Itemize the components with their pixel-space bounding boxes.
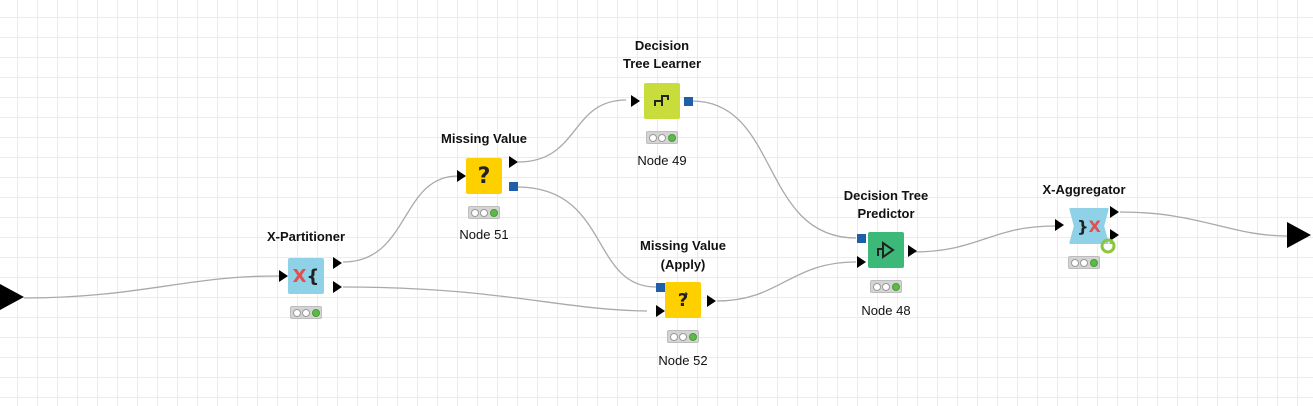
status-light-yellow (1080, 258, 1088, 267)
status-light-yellow (679, 332, 687, 341)
status-light-yellow (302, 308, 310, 317)
status-light-yellow (480, 208, 488, 217)
input-port[interactable] (656, 305, 665, 317)
status-light-red (1070, 258, 1079, 267)
node-title-line-2: Tree Learner (622, 56, 702, 71)
x-partitioner-icon: X{ (288, 258, 324, 294)
node-label[interactable]: Node 52 (658, 353, 708, 368)
missing-value-icon: ? (466, 158, 502, 194)
node-title: Missing Value (441, 131, 527, 146)
connection-wire (911, 225, 1056, 253)
node-label[interactable]: Node 49 (637, 153, 687, 168)
model-output-port[interactable] (509, 182, 518, 191)
input-port[interactable] (857, 256, 866, 268)
node-status-indicator (667, 330, 699, 343)
status-light-green (688, 332, 697, 341)
node-title-line-1: Missing Value (640, 238, 726, 253)
output-port[interactable] (908, 245, 917, 257)
connection-wire (716, 261, 857, 302)
node-title-line-1: Decision (634, 38, 690, 53)
missing-value-apply-icon: ?⃗ (665, 282, 701, 318)
node-title-line-1: Decision Tree (843, 188, 929, 203)
decision-tree-predictor-icon (868, 232, 904, 268)
status-light-green (489, 208, 498, 217)
node-title-line-2: (Apply) (660, 257, 706, 272)
status-light-green (667, 133, 676, 142)
status-light-green (891, 282, 900, 291)
node-title-line-2: Predictor (857, 206, 915, 221)
node-title: X-Aggregator (1042, 182, 1126, 197)
workflow-input-port[interactable] (0, 284, 24, 310)
connection-wire (23, 275, 283, 299)
workflow-output-port[interactable] (1287, 222, 1311, 248)
loop-refresh-icon (1099, 237, 1117, 260)
output-port[interactable] (707, 295, 716, 307)
output-port-2[interactable] (333, 281, 342, 293)
input-port[interactable] (457, 170, 466, 182)
status-light-yellow (882, 282, 890, 291)
input-port[interactable] (631, 95, 640, 107)
status-light-green (1089, 258, 1098, 267)
node-status-indicator (468, 206, 500, 219)
node-title: X-Partitioner (266, 229, 345, 244)
status-light-green (311, 308, 320, 317)
model-output-port[interactable] (684, 97, 693, 106)
status-light-red (669, 332, 678, 341)
model-input-port[interactable] (857, 234, 866, 243)
status-light-yellow (658, 133, 666, 142)
connection-wire (516, 186, 657, 288)
status-light-red (648, 133, 657, 142)
connection-wire (1119, 211, 1288, 237)
connection-wire (517, 99, 627, 163)
output-port[interactable] (509, 156, 518, 168)
node-status-indicator (870, 280, 902, 293)
decision-tree-learner-icon (644, 83, 680, 119)
node-status-indicator (1068, 256, 1100, 269)
loop-output-port[interactable] (1110, 229, 1119, 241)
status-light-red (470, 208, 479, 217)
model-input-port[interactable] (656, 283, 665, 292)
output-port-1[interactable] (333, 257, 342, 269)
connection-wire (342, 286, 648, 312)
input-port[interactable] (1055, 219, 1064, 231)
output-port[interactable] (1110, 206, 1119, 218)
input-port[interactable] (279, 270, 288, 282)
node-status-indicator (290, 306, 322, 319)
node-status-indicator (646, 131, 678, 144)
node-label[interactable]: Node 48 (861, 303, 911, 318)
node-label[interactable]: Node 51 (459, 227, 509, 242)
connection-wire (691, 100, 857, 239)
status-light-red (872, 282, 881, 291)
status-light-red (292, 308, 301, 317)
connection-wire (342, 175, 459, 263)
x-aggregator-icon: }X (1069, 208, 1109, 244)
